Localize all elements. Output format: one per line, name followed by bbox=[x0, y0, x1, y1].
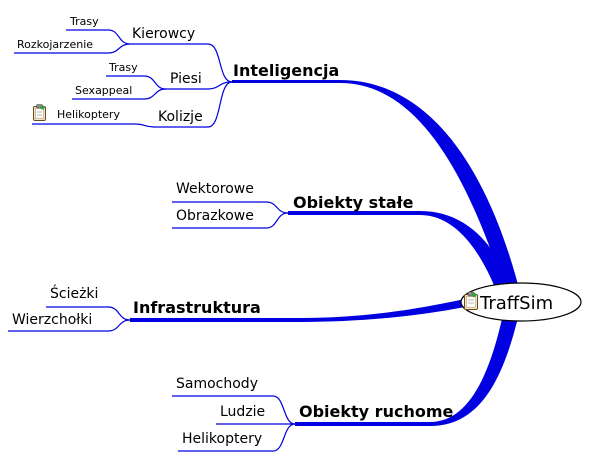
node-infrastruktura[interactable]: Infrastruktura bbox=[133, 298, 261, 317]
node-kierowcy-trasy[interactable]: Trasy bbox=[69, 15, 99, 28]
node-inteligencja[interactable]: Inteligencja bbox=[233, 61, 339, 80]
node-samochody[interactable]: Samochody bbox=[176, 376, 258, 392]
notepad-icon bbox=[464, 291, 478, 310]
edge-obiekty-ruchome-helikoptery bbox=[178, 423, 296, 452]
notepad-icon bbox=[33, 104, 46, 121]
edge-obiekty-ruchome-samochody bbox=[172, 395, 296, 425]
edge-inteligencja-kolizje bbox=[207, 81, 233, 128]
node-rozkojarzenie[interactable]: Rozkojarzenie bbox=[17, 38, 93, 51]
edge-infrastruktura-sciezki bbox=[46, 306, 131, 321]
edge-piesi-trasy bbox=[106, 75, 167, 90]
edge-kierowcy-trasy bbox=[66, 29, 131, 45]
edge-obiekty-stale-wektorowe bbox=[172, 201, 289, 214]
edge-inteligencja-kierowcy bbox=[207, 43, 233, 83]
node-kolizje-helikoptery-label: Helikoptery bbox=[57, 108, 120, 121]
node-piesi[interactable]: Piesi bbox=[170, 71, 202, 87]
node-kolizje[interactable]: Kolizje bbox=[158, 109, 203, 125]
node-obiekty-stale[interactable]: Obiekty stałe bbox=[293, 193, 414, 212]
edge-kolizje-helikoptery bbox=[32, 123, 155, 128]
node-kierowcy[interactable]: Kierowcy bbox=[132, 26, 195, 42]
node-obiekty-ruchome[interactable]: Obiekty ruchome bbox=[299, 402, 454, 421]
root-label: TraffSim bbox=[479, 293, 553, 314]
node-wierzcholki[interactable]: Wierzchołki bbox=[12, 312, 92, 328]
root-node[interactable]: TraffSim bbox=[460, 282, 582, 322]
edge-kierowcy-rozkojarzenie bbox=[14, 43, 131, 54]
node-helikoptery[interactable]: Helikoptery bbox=[182, 431, 262, 447]
node-sexappeal[interactable]: Sexappeal bbox=[75, 84, 132, 97]
node-sciezki[interactable]: Ścieżki bbox=[50, 284, 98, 302]
node-obrazkowe[interactable]: Obrazkowe bbox=[176, 208, 254, 224]
node-ludzie[interactable]: Ludzie bbox=[220, 404, 265, 420]
edge-piesi-sexappeal bbox=[72, 88, 167, 100]
edge-root-infrastruktura bbox=[130, 298, 470, 322]
edge-obiekty-stale-obrazkowe bbox=[172, 212, 289, 229]
node-wektorowe[interactable]: Wektorowe bbox=[176, 181, 254, 197]
edge-infrastruktura-wierzcholki bbox=[8, 319, 131, 332]
edge-root-inteligencja bbox=[232, 80, 522, 300]
node-kolizje-helikoptery[interactable]: Helikoptery bbox=[33, 104, 121, 122]
node-piesi-trasy[interactable]: Trasy bbox=[108, 61, 138, 74]
